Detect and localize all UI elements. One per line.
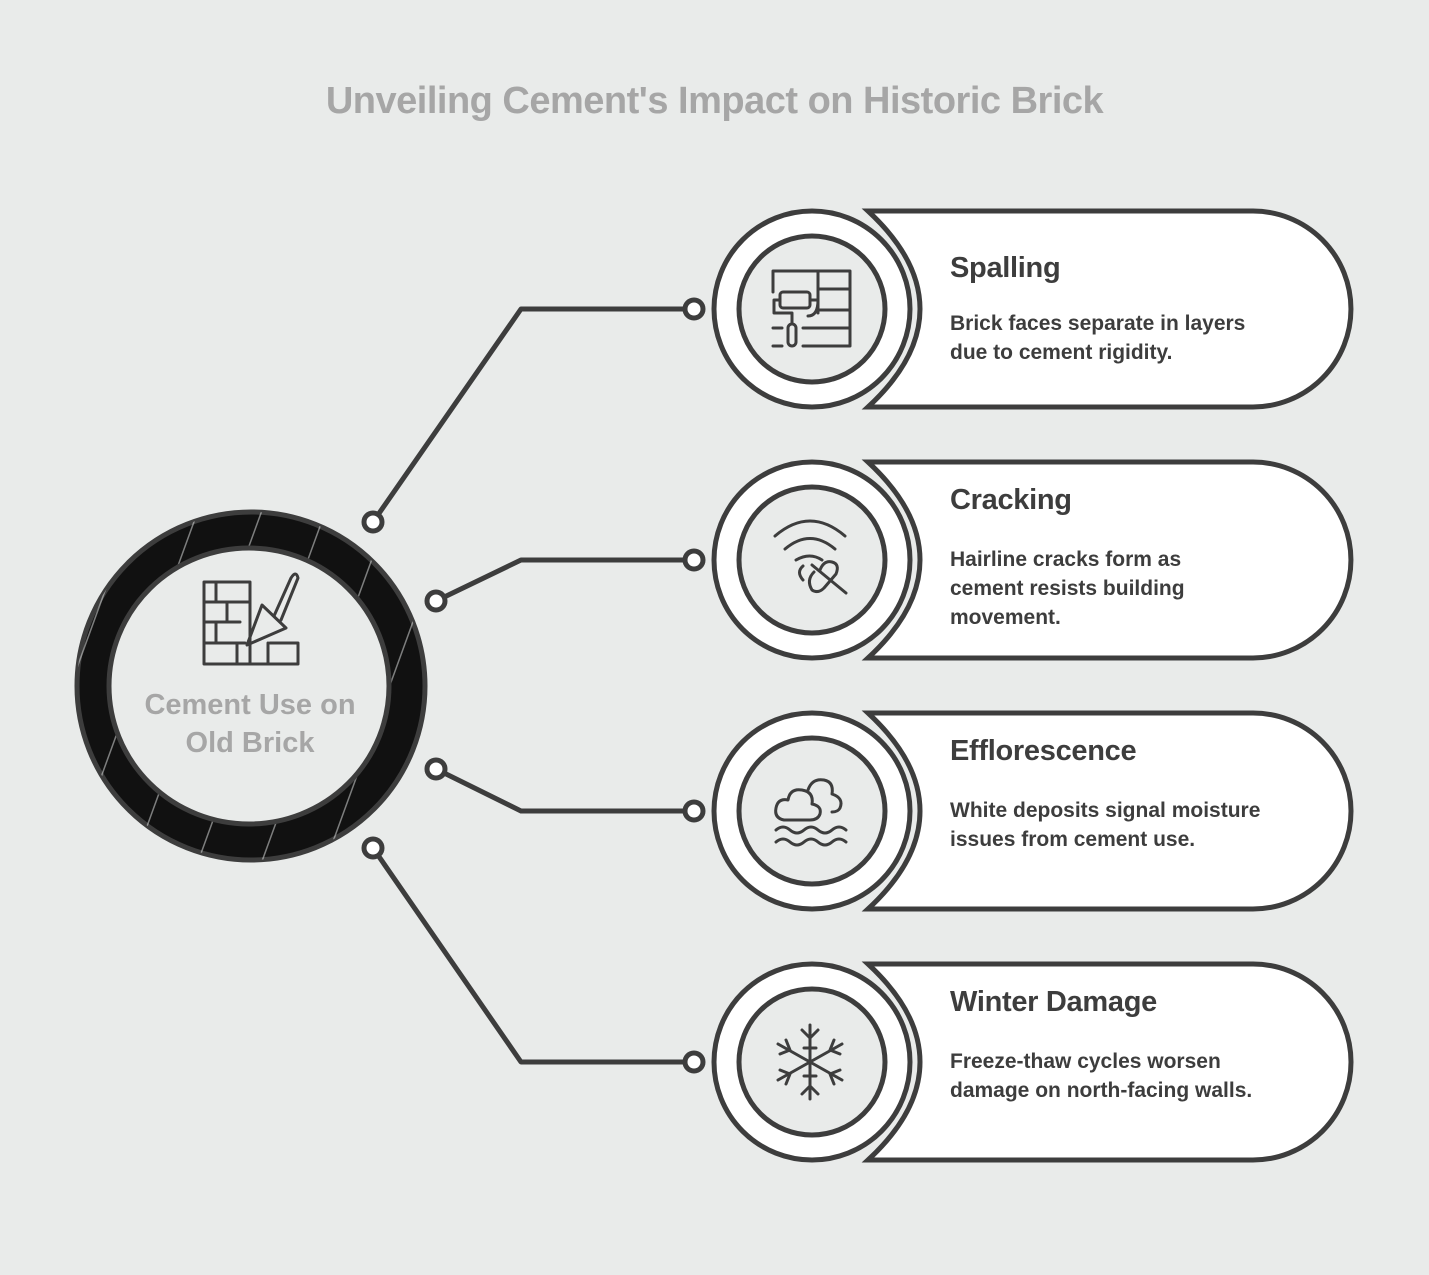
brick-wall-trowel-icon bbox=[202, 572, 300, 666]
connector-cracking bbox=[434, 557, 694, 604]
connector-endpoints bbox=[361, 297, 706, 1074]
card-title-efflorescence: Efflorescence bbox=[950, 735, 1137, 767]
card-title-winter-damage: Winter Damage bbox=[950, 986, 1157, 1018]
card-desc-winter-damage: Freeze-thaw cycles worsen damage on nort… bbox=[950, 1050, 1253, 1102]
card-desc-spalling: Brick faces separate in layers due to ce… bbox=[950, 312, 1246, 364]
hub-label-line1: Cement Use on bbox=[144, 689, 356, 721]
card-desc-cracking: Hairline cracks form as cement resists b… bbox=[950, 548, 1185, 629]
connector-spalling bbox=[370, 306, 694, 524]
hub-node bbox=[74, 509, 428, 863]
card-spalling bbox=[711, 208, 1354, 410]
card-efflorescence bbox=[711, 710, 1354, 912]
connector-winter-damage bbox=[370, 846, 694, 1065]
card-desc-efflorescence: White deposits signal moisture issues fr… bbox=[950, 799, 1261, 851]
card-winter-damage bbox=[711, 961, 1354, 1163]
connector-lines bbox=[370, 306, 694, 1065]
diagram-title: Unveiling Cement's Impact on Historic Br… bbox=[325, 80, 1104, 122]
hub-label: Cement Use on Old Brick bbox=[110, 686, 390, 762]
broken-signal-link-icon bbox=[773, 519, 848, 595]
card-title-spalling: Spalling bbox=[950, 252, 1061, 284]
card-title-cracking: Cracking bbox=[950, 484, 1072, 516]
hub-label-line2: Old Brick bbox=[185, 727, 315, 759]
cloud-water-waves-icon bbox=[774, 778, 848, 847]
paint-roller-wall-icon bbox=[771, 269, 852, 348]
connector-efflorescence bbox=[434, 766, 694, 814]
card-cracking bbox=[711, 459, 1354, 661]
snowflake-icon bbox=[776, 1023, 844, 1101]
